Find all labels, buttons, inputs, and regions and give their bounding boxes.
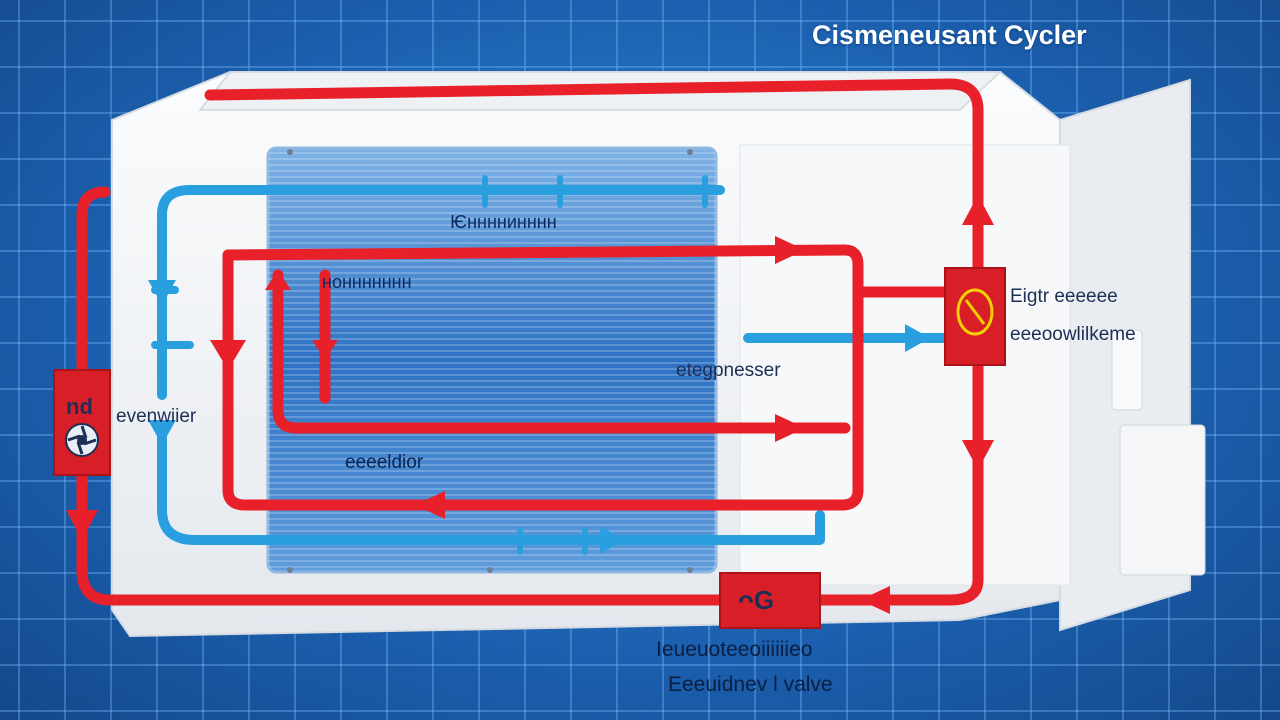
- left-box-label: nd: [66, 394, 93, 419]
- compressor-center-label: etegpnesser: [676, 360, 781, 381]
- cold-flow-arrows: [148, 280, 930, 554]
- flow-arrows: [66, 195, 994, 614]
- compressor-lower-label: eeeoowlilkeme: [1010, 324, 1136, 345]
- compressor-symbol-icon: [956, 288, 994, 336]
- fan-icon: [65, 423, 99, 457]
- condenser-label: eeeeldior: [345, 452, 424, 473]
- coil-mid-label: ноннннннн: [322, 272, 412, 292]
- expansion-valve-box: [719, 572, 821, 629]
- expansion-valve-box-label: ᴖG: [738, 585, 775, 615]
- coil-top-label: Ѥннннинннн: [450, 212, 557, 232]
- left-component-box: [53, 369, 111, 476]
- expansion-valve-label: Eeeuidnev l valve: [668, 673, 833, 696]
- cold-refrigerant-lines: [151, 175, 950, 555]
- evaporator-label: evenwiier: [116, 406, 197, 427]
- diagram-title: Cismeneusant Cycler: [812, 20, 1087, 50]
- expansion-valve-title: Ieueuoteeoiiiiiieo: [656, 638, 813, 661]
- compressor-upper-label: Eigtr eeeeee: [1010, 286, 1118, 307]
- compressor-box: [944, 267, 1006, 366]
- hot-refrigerant-lines: [76, 78, 984, 606]
